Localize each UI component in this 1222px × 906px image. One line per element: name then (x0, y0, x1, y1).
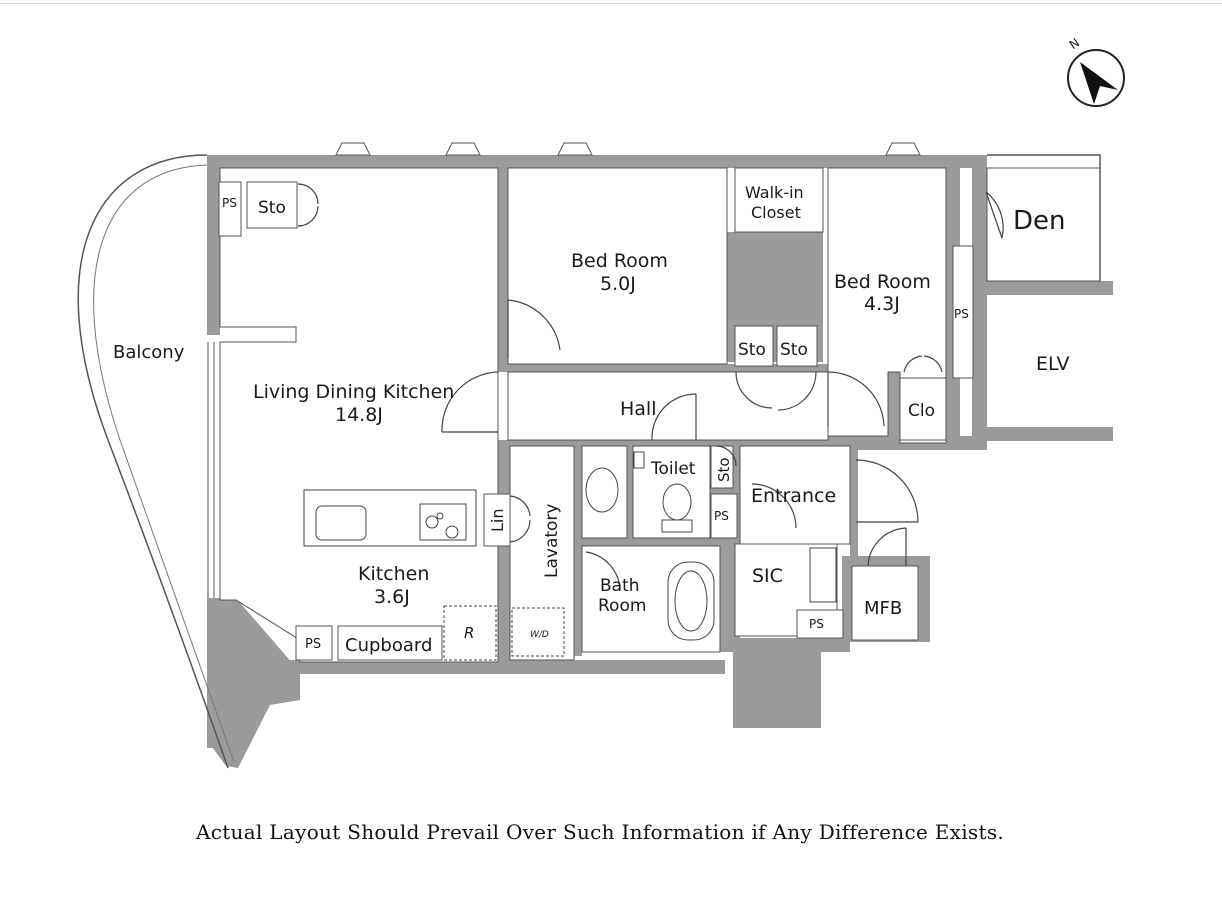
disclaimer-note: Actual Layout Should Prevail Over Such I… (195, 820, 1005, 844)
label-balcony: Balcony (113, 342, 185, 363)
label-toilet: Toilet (650, 459, 696, 479)
compass-north-label: N (1067, 35, 1082, 52)
label-ldk-size: 14.8J (335, 404, 383, 426)
label-bed2-name: Bed Room (834, 271, 931, 293)
room-labels: Balcony Living Dining Kitchen 14.8J Kitc… (113, 183, 1070, 656)
fixtures (303, 451, 837, 661)
label-bath-2: Room (598, 596, 646, 616)
label-sto-b: Sto (780, 340, 808, 360)
top-border-line (0, 3, 1222, 4)
label-elv: ELV (1036, 353, 1070, 375)
label-lavatory: Lavatory (542, 504, 562, 578)
label-cupboard: Cupboard (345, 635, 432, 656)
label-sto-upper: Sto (258, 198, 286, 218)
top-windows (335, 142, 921, 156)
compass-icon: N (1067, 35, 1125, 107)
label-sto-a: Sto (738, 340, 766, 360)
label-ps-sic: PS (809, 617, 824, 631)
label-sic: SIC (752, 565, 783, 587)
balcony-outline (77, 154, 235, 769)
label-hall: Hall (620, 398, 657, 420)
den-border (987, 154, 1101, 281)
label-den: Den (1013, 206, 1066, 236)
label-mfb: MFB (864, 598, 902, 619)
label-lin: Lin (488, 509, 507, 533)
label-entrance: Entrance (751, 485, 836, 507)
label-walkin-2: Closet (751, 203, 801, 222)
stove-burners-icon (425, 512, 459, 539)
label-ps-upper: PS (222, 196, 237, 210)
label-ps-toilet: PS (714, 509, 729, 523)
label-ps-lower: PS (305, 637, 321, 652)
label-refrigerator: R (464, 624, 474, 642)
label-bed1-name: Bed Room (571, 250, 668, 272)
label-kitchen-size: 3.6J (374, 586, 410, 608)
label-ps-bed2: PS (954, 307, 969, 321)
doors (297, 183, 1004, 591)
label-clo: Clo (908, 401, 935, 421)
label-washer-dryer: W/D (530, 630, 549, 640)
label-ldk-name: Living Dining Kitchen (253, 381, 454, 403)
balcony-window (207, 342, 215, 598)
label-walkin-1: Walk-in (745, 183, 804, 202)
label-bed2-size: 4.3J (864, 293, 900, 315)
label-bed1-size: 5.0J (600, 273, 636, 295)
label-kitchen-name: Kitchen (358, 563, 429, 585)
label-bath-1: Bath (600, 576, 640, 596)
label-sto-toilet: Sto (715, 457, 733, 482)
